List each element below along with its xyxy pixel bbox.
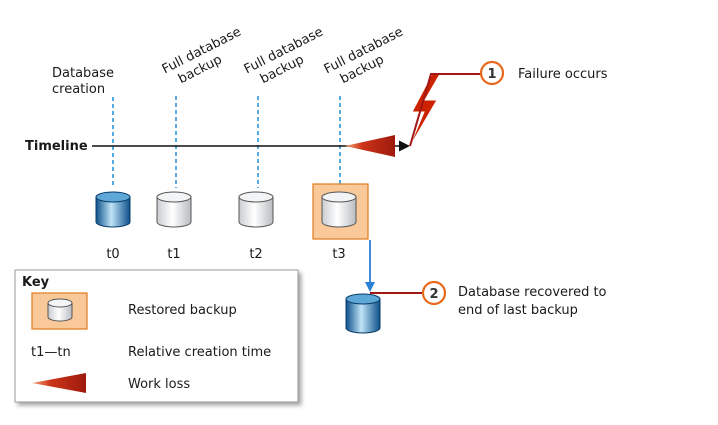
lightning-bolt-icon [408, 73, 441, 149]
callout-2-text: Database recovered to end of last backup [458, 285, 611, 318]
backup-disk-icon-t3 [321, 191, 357, 228]
time-label-t0: t0 [106, 247, 119, 262]
callout-2-number: 2 [429, 287, 438, 302]
restore-arrowhead [365, 282, 375, 292]
callout-1-text: Failure occurs [518, 67, 608, 82]
key-restored-backup-disk-icon [47, 298, 73, 322]
key-title: Key [22, 275, 50, 290]
key-work-loss-wedge [32, 373, 86, 393]
timeline-label: Timeline [25, 139, 88, 154]
key-restored-backup-label: Restored backup [128, 303, 237, 318]
recovered-database-disk-icon [345, 293, 381, 334]
callout-1-leader-line [409, 73, 481, 147]
database-creation-label: Database creation [52, 66, 118, 97]
database-disk-icon-t0 [95, 191, 131, 228]
svg-text:Full databasebackup: Full databasebackup [322, 25, 413, 92]
key-legend: Key Restored backup t1—tn Relative creat… [14, 269, 299, 403]
key-relative-time-label: Relative creation time [128, 345, 271, 360]
timeline-arrowhead [399, 140, 410, 152]
backup-disk-icon-t1 [156, 191, 192, 228]
full-backup-label-t1: Full databasebackup [160, 25, 251, 92]
backup-disk-icon-t2 [238, 191, 274, 228]
time-label-t3: t3 [332, 247, 345, 262]
key-time-symbol: t1—tn [31, 345, 71, 360]
svg-text:Full databasebackup: Full databasebackup [242, 25, 333, 92]
time-label-t2: t2 [249, 247, 262, 262]
callout-1-badge [479, 60, 505, 86]
time-label-t1: t1 [167, 247, 180, 262]
callout-2-badge [421, 280, 447, 306]
event-dashed-lines [112, 96, 341, 188]
key-work-loss-label: Work loss [128, 377, 190, 392]
full-backup-label-t3: Full databasebackup [322, 25, 413, 92]
svg-text:Full databasebackup: Full databasebackup [160, 25, 251, 92]
full-backup-label-t2: Full databasebackup [242, 25, 333, 92]
callout-1-number: 1 [487, 67, 496, 82]
work-loss-wedge [345, 135, 395, 157]
